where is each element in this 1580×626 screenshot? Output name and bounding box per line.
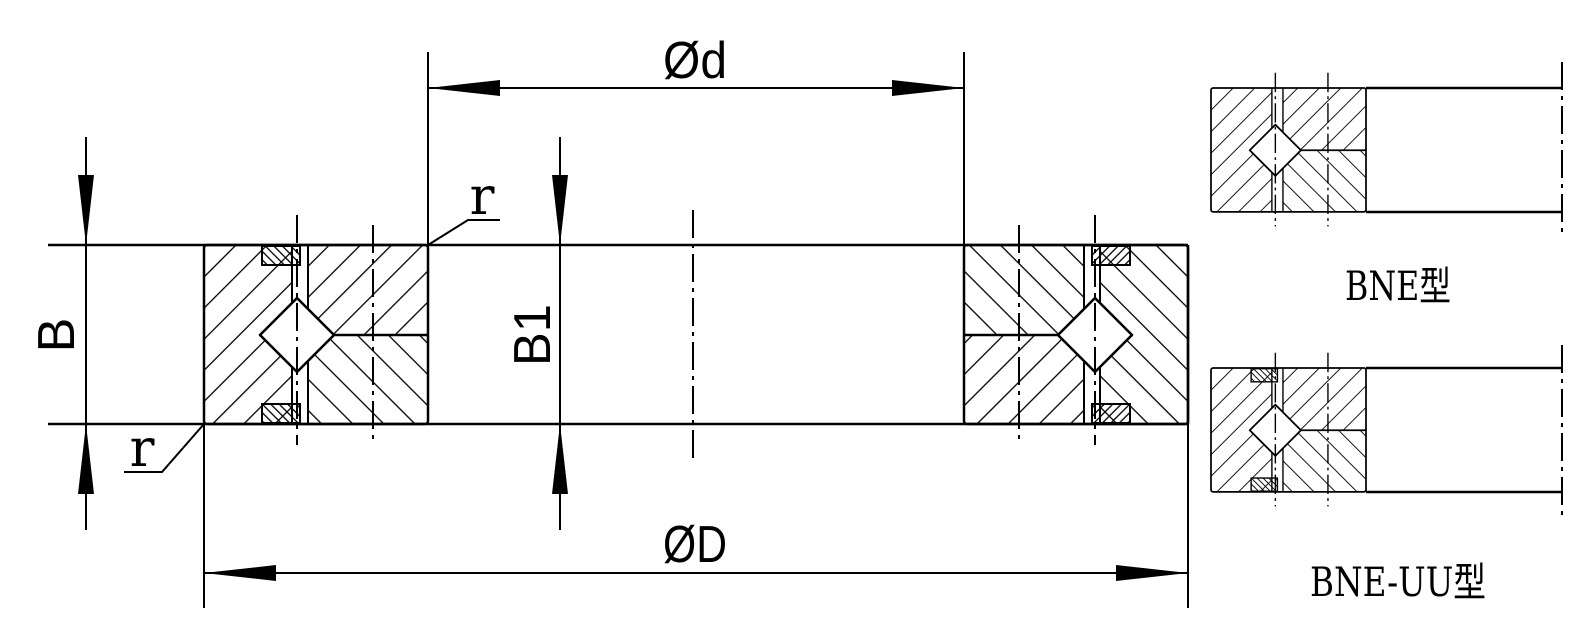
right-cross-section: [962, 215, 1190, 445]
radius-bottom-label: r: [130, 419, 155, 479]
variant-bne-label: BNE型: [1345, 264, 1451, 310]
outer-diameter-label: ØD: [663, 516, 727, 574]
inner-diameter-dimension: Ød: [427, 32, 965, 245]
variant-bne: BNE型: [1210, 62, 1563, 310]
left-cross-section: [202, 215, 430, 445]
radius-top-label: r: [470, 167, 495, 227]
variant-bne-uu-label: BNE-UU型: [1310, 560, 1486, 606]
inner-width-dimension: B1: [504, 137, 568, 530]
width-label: B: [28, 318, 86, 353]
inner-diameter-label: Ød: [663, 32, 727, 90]
inner-width-label: B1: [504, 304, 562, 366]
width-dimension: B: [28, 137, 94, 530]
radius-top-callout: r: [427, 167, 500, 246]
outer-diameter-dimension: ØD: [203, 424, 1189, 608]
radius-bottom-callout: r: [124, 419, 205, 479]
variant-bne-uu: BNE-UU型: [1210, 345, 1563, 606]
